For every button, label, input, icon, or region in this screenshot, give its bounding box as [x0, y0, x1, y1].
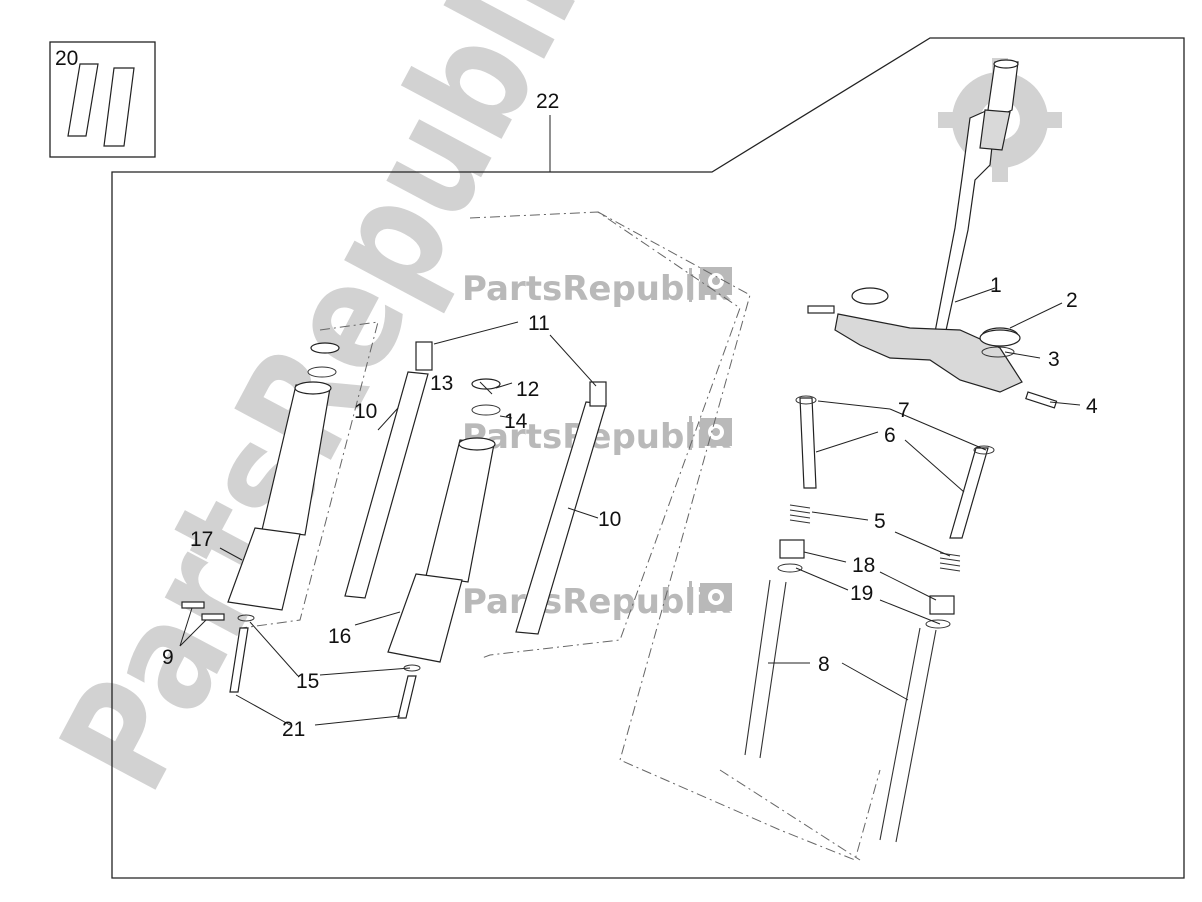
callout-20: 20 [55, 47, 78, 70]
spacer-18-left [779, 539, 805, 559]
fork-tube-10-left [344, 341, 433, 599]
callout-15: 15 [296, 670, 319, 693]
dash-box-right [597, 211, 881, 861]
fork-slider-17 [227, 342, 340, 611]
callout-10-left: 10 [354, 400, 377, 423]
callout-19: 19 [850, 582, 873, 605]
assembly-outline [111, 37, 1185, 879]
dash-box-spring [719, 769, 861, 861]
callout-22: 22 [536, 90, 559, 113]
long-spring-8-right [879, 627, 937, 843]
short-spring-5-right [939, 552, 961, 572]
callout-18: 18 [852, 554, 875, 577]
callout-14: 14 [504, 410, 528, 433]
callout-21: 21 [282, 718, 305, 741]
callout-8: 8 [818, 653, 830, 676]
callout-12: 12 [516, 378, 539, 401]
watermark-small-3: PartsRepublik [462, 581, 732, 622]
callout-1: 1 [990, 274, 1002, 297]
bolt-4 [807, 305, 1058, 409]
spacer-18-right [929, 595, 955, 615]
screws-9 [181, 601, 225, 621]
callout-16: 16 [328, 625, 351, 648]
steering-stem-1 [934, 59, 1019, 336]
bushing-pair-20 [67, 63, 135, 147]
callout-13: 13 [430, 372, 453, 395]
callout-labels: 1 2 3 4 7 6 5 18 19 8 11 13 12 14 10 10 … [55, 47, 1098, 741]
fork-tube-10-right [515, 381, 607, 635]
callout-7: 7 [898, 399, 910, 422]
rod-6-left [795, 395, 817, 489]
bolts-21 [229, 627, 417, 719]
callout-11: 11 [528, 312, 550, 335]
dash-box-mid [469, 211, 741, 659]
long-spring-8-left [744, 579, 787, 759]
watermark-small-1: PartsRepublik [462, 267, 732, 309]
cap-2 [979, 329, 1021, 347]
callout-2: 2 [1066, 289, 1078, 312]
oring-3 [981, 346, 1015, 358]
callout-17: 17 [190, 528, 213, 551]
gear-icon [700, 267, 732, 295]
callout-10-right: 10 [598, 508, 621, 531]
rod-6-right [949, 445, 995, 539]
washer-19-left [777, 563, 803, 573]
watermark-small-text-1: PartsRepublik [462, 269, 732, 309]
callout-3: 3 [1048, 348, 1060, 371]
inset-box-20 [49, 41, 156, 158]
watermark-small-text-3: PartsRepublik [462, 582, 732, 622]
callout-4: 4 [1086, 395, 1098, 418]
callout-5: 5 [874, 510, 886, 533]
fork-slider-16 [387, 378, 501, 663]
washer-19-right [925, 619, 951, 629]
callout-6: 6 [884, 424, 896, 447]
dash-box-left [241, 321, 379, 629]
callout-9: 9 [162, 646, 174, 669]
gear-icon [700, 418, 732, 446]
short-spring-5-left [789, 504, 811, 524]
leader-lines [179, 287, 1081, 726]
gear-icon [700, 583, 732, 611]
